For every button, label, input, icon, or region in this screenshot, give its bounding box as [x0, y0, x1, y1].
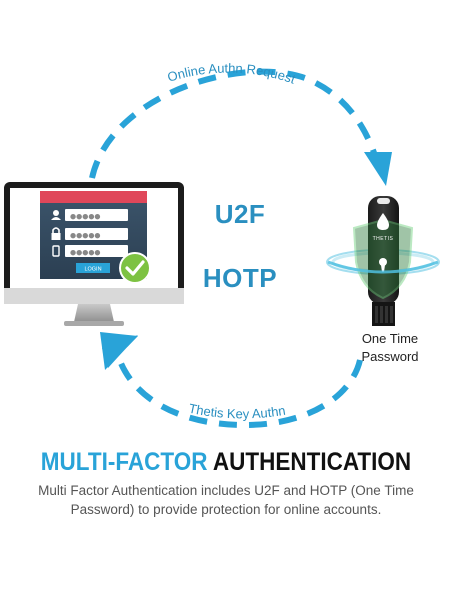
- key-caption-line2: Password: [361, 349, 419, 364]
- key-brand: THETIS: [373, 236, 394, 242]
- response-arc: [115, 354, 363, 429]
- key-caption-line1: One Time: [361, 331, 419, 346]
- request-arc: [89, 68, 381, 179]
- drop-icon: [377, 213, 389, 230]
- user-icon: [51, 210, 61, 220]
- password-field[interactable]: [65, 228, 128, 240]
- key-caption: One Time Password: [340, 330, 440, 366]
- protocol-hotp: HOTP: [202, 263, 278, 293]
- request-arrowhead: [364, 152, 392, 186]
- lock-icon: [51, 227, 61, 240]
- headline-part1: MULTI-FACTOR: [40, 448, 208, 476]
- response-label: Thetis Key Authn: [187, 401, 286, 422]
- login-button-label: LOGIN: [84, 267, 101, 273]
- phone-icon: [52, 245, 60, 257]
- code-mask: ●●●●●: [70, 249, 101, 257]
- username-mask: ●●●●●: [70, 213, 101, 221]
- protocol-u2f: U2F: [214, 199, 266, 229]
- password-mask: ●●●●●: [70, 232, 101, 240]
- headline: MULTI-FACTOR AUTHENTICATION: [23, 448, 430, 477]
- login-button[interactable]: [76, 263, 110, 273]
- username-field[interactable]: [65, 209, 128, 221]
- check-icon: [119, 252, 151, 284]
- code-field[interactable]: [65, 245, 128, 257]
- response-arrowhead-tip: [100, 332, 138, 370]
- request-label: Online Authn Request: [166, 61, 298, 87]
- security-key: THETIS: [326, 196, 440, 326]
- headline-part2: AUTHENTICATION: [212, 448, 412, 476]
- description: Multi Factor Authentication includes U2F…: [38, 483, 414, 517]
- key-lock-icon: [379, 258, 387, 272]
